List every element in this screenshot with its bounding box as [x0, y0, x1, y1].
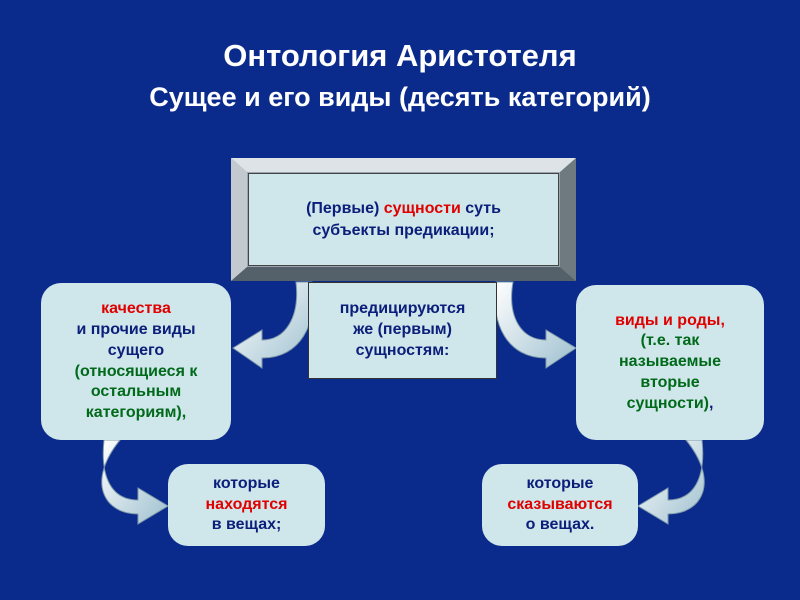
top-box-bevel: (Первые) сущности суть субъекты предикац…	[231, 158, 576, 281]
page-subtitle: Сущее и его виды (десять категорий)	[149, 82, 651, 112]
top-box-text-pre: (Первые)	[306, 199, 384, 217]
middle-box-line1: предицируются	[339, 300, 466, 318]
arrow-top-left	[232, 281, 314, 369]
top-box-line1: (Первые) сущности суть	[306, 198, 501, 220]
bottom-left-box-line2: находятся	[205, 495, 288, 513]
arrow-top-right	[494, 281, 577, 369]
middle-box-line2: же (первым)	[353, 321, 452, 339]
left-box-line3: сущего	[107, 341, 165, 359]
left-box-line4: (относящиеся к	[74, 362, 198, 380]
bottom-left-box: которые находятся в вещах;	[168, 464, 325, 546]
bottom-left-box-line3: в вещах;	[211, 516, 282, 534]
page-title: Онтология Аристотеля	[223, 38, 577, 73]
right-box-line5-wrap: сущности),	[627, 394, 714, 415]
right-box-line5: сущности)	[626, 394, 709, 412]
bottom-right-box-line1: которые	[526, 474, 594, 492]
left-box-line1: качества	[101, 300, 171, 318]
bottom-left-box-line1: которые	[213, 474, 280, 492]
arrow-bottom-left	[101, 439, 169, 525]
right-box-line4: вторые	[640, 373, 700, 391]
middle-box: предицируются же (первым) сущностям:	[308, 282, 497, 379]
arrow-bottom-right	[637, 439, 705, 525]
left-box-line2: и прочие виды	[76, 320, 196, 338]
top-box-line2: субъекты предикации;	[312, 221, 495, 239]
left-box: качества и прочие виды сущего (относящие…	[41, 283, 231, 440]
bottom-right-box-line2: сказываются	[507, 495, 613, 513]
right-box-line1: виды и роды,	[615, 311, 725, 329]
left-box-line5: остальным	[90, 383, 182, 401]
left-box-line6: категориям),	[85, 404, 187, 422]
right-box: виды и роды, (т.е. так называемые вторые…	[576, 285, 764, 440]
bottom-right-box: которые сказываются о вещах.	[482, 464, 638, 546]
top-box-text-post: суть	[460, 199, 501, 217]
bevel-frame	[231, 158, 576, 281]
middle-box-line3: сущностям:	[355, 341, 450, 359]
top-box-text-red: сущности	[383, 199, 461, 217]
top-box: (Первые) сущности суть субъекты предикац…	[248, 173, 559, 266]
right-box-line5-suffix: ,	[708, 394, 714, 412]
right-box-line3: называемые	[619, 353, 721, 371]
bottom-right-box-line3: о вещах.	[525, 516, 595, 534]
right-box-line2: (т.е. так	[640, 332, 700, 350]
